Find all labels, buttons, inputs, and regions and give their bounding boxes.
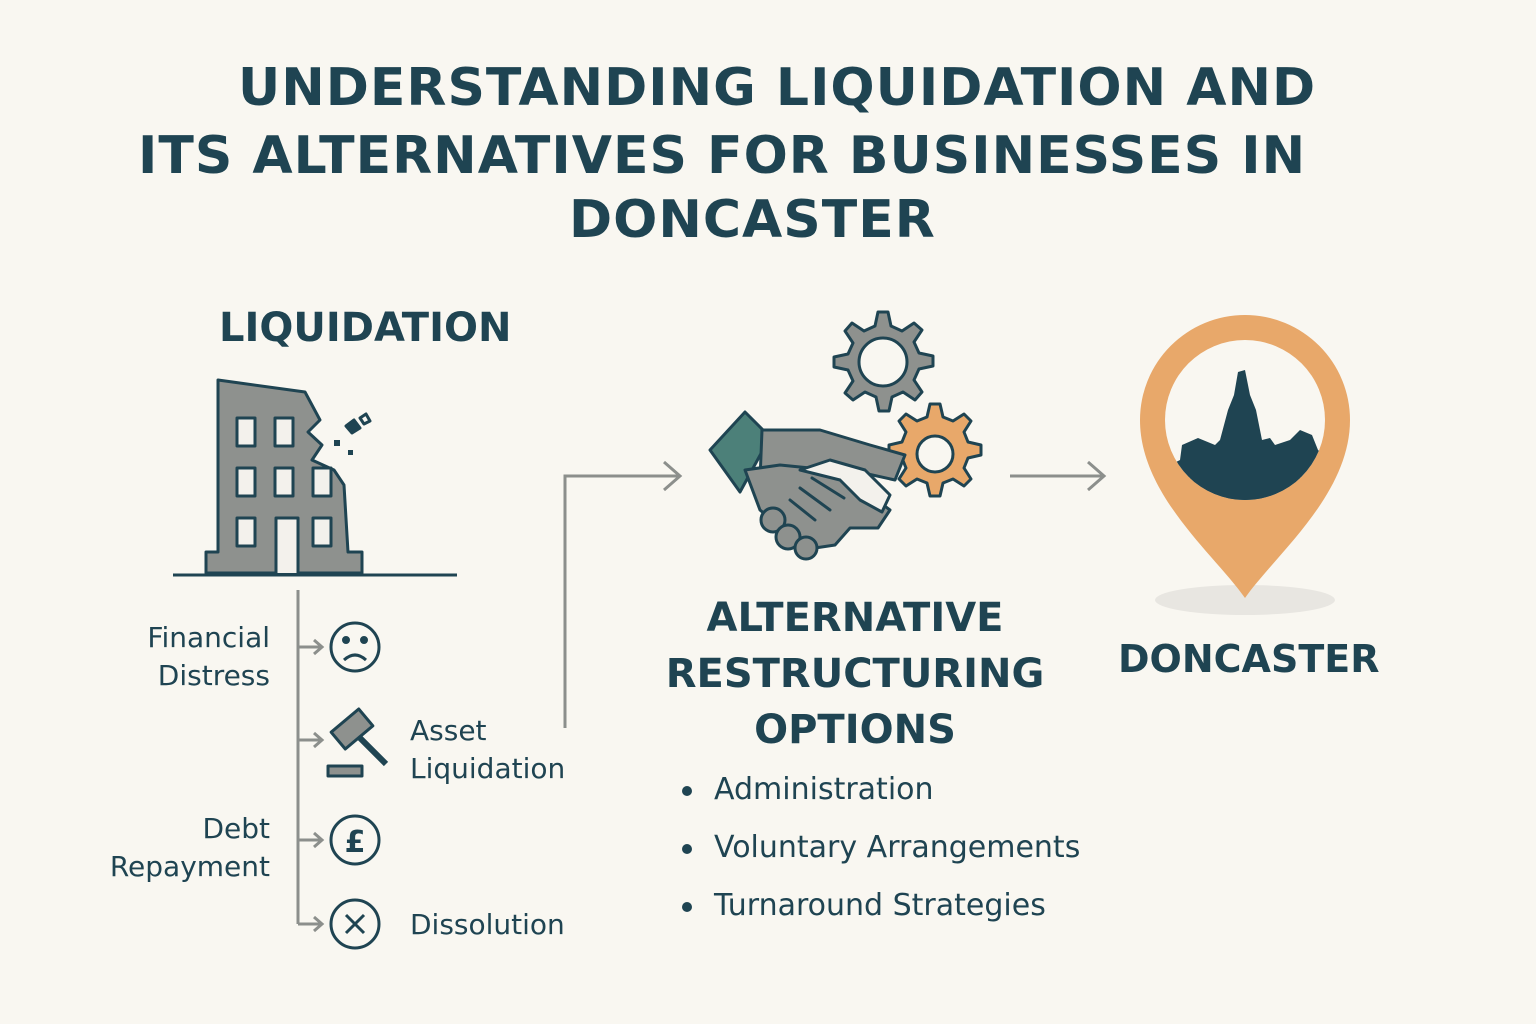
title-line-2: ITS ALTERNATIVES FOR BUSINESSES IN bbox=[138, 126, 1307, 186]
list-item: Voluntary Arrangements bbox=[680, 828, 1080, 886]
sad-face-icon bbox=[329, 621, 381, 673]
step-label-line: Financial bbox=[147, 621, 270, 654]
step-label-line: Repayment bbox=[109, 849, 270, 883]
gear-orange-icon bbox=[887, 402, 983, 498]
step-label-line: Liquidation bbox=[410, 751, 566, 785]
svg-text:£: £ bbox=[345, 825, 366, 860]
list-item: Turnaround Strategies bbox=[680, 886, 1080, 944]
arrow-to-doncaster bbox=[1010, 460, 1107, 492]
gear-gray-icon bbox=[832, 310, 935, 413]
alternatives-heading-line-2: RESTRUCTURING bbox=[665, 651, 1045, 697]
alternatives-heading-line-3: OPTIONS bbox=[754, 707, 956, 753]
step-financial-distress-label: Financial Distress bbox=[100, 619, 270, 695]
title-line-3: DONCASTER bbox=[569, 190, 936, 250]
elbow-arrow bbox=[563, 460, 683, 728]
handshake-icon bbox=[708, 410, 907, 561]
list-item: Administration bbox=[680, 770, 1080, 828]
liquidation-flow-connector bbox=[296, 590, 325, 933]
map-pin-icon bbox=[1140, 315, 1350, 615]
alternatives-heading: ALTERNATIVE RESTRUCTURING OPTIONS bbox=[640, 590, 1070, 758]
crumbling-building-icon bbox=[204, 378, 372, 575]
step-debt-repayment-label: Debt Repayment bbox=[70, 810, 270, 886]
step-label-line: Debt bbox=[202, 812, 270, 845]
doncaster-label: DONCASTER bbox=[1118, 637, 1380, 681]
x-circle-icon bbox=[329, 898, 381, 950]
alternatives-heading-line-1: ALTERNATIVE bbox=[706, 595, 1004, 641]
alternatives-list: Administration Voluntary Arrangements Tu… bbox=[680, 770, 1080, 944]
step-asset-liquidation-label: Asset Liquidation bbox=[410, 712, 565, 788]
title-line-1: UNDERSTANDING LIQUIDATION AND bbox=[238, 58, 1317, 118]
liquidation-heading: LIQUIDATION bbox=[219, 305, 512, 351]
pound-coin-icon: £ bbox=[329, 814, 381, 866]
gavel-icon bbox=[326, 707, 389, 778]
step-dissolution-label: Dissolution bbox=[410, 908, 565, 941]
step-label-line: Distress bbox=[157, 658, 270, 692]
step-label-line: Asset bbox=[410, 714, 487, 747]
